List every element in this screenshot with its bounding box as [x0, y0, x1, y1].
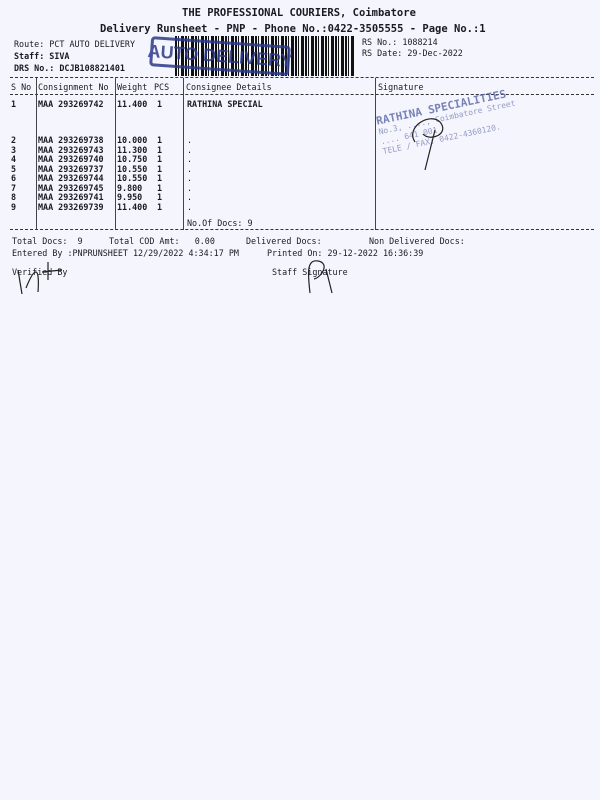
consignee-details: RATHINA SPECIAL: [187, 99, 263, 109]
signature-scribble: [412, 118, 444, 171]
consignment-no: MAA 293269743: [38, 144, 104, 155]
pcs: 1: [157, 173, 163, 183]
s-no: 8: [11, 192, 17, 202]
rs-number: RS No.: 1088214: [362, 37, 438, 47]
divider: [10, 229, 594, 230]
pcs: 1: [157, 154, 163, 164]
s-no: 6: [11, 173, 17, 183]
consignee-details: .: [187, 201, 193, 212]
s-no: 4: [11, 154, 17, 164]
delivered-docs: Delivered Docs:: [246, 236, 322, 246]
table-row: 5 MAA 293269737 10.550 1.: [0, 163, 375, 174]
table-row: 9 MAA 293269739 11.400 1.: [0, 201, 375, 212]
pcs: 1: [157, 201, 163, 212]
s-no: 1: [11, 99, 17, 109]
table-row: 2 MAA 293269738 10.000 1.: [0, 136, 375, 145]
consignment-no: MAA 293269744: [38, 173, 104, 183]
printed-on: Printed On: 29-12-2022 16:36:39: [267, 248, 424, 258]
col-pcs: PCS: [154, 82, 170, 92]
barcode: [175, 36, 355, 76]
consignment-no: MAA 293269739: [38, 201, 104, 212]
table-row: 4 MAA 293269740 10.750 1.: [0, 155, 375, 164]
table-row: 6 MAA 293269744 10.550 1.: [0, 174, 375, 183]
consignment-no: MAA 293269737: [38, 163, 104, 174]
rs-date: RS Date: 29-Dec-2022: [362, 48, 463, 58]
total-cod: Total COD Amt: 0.00: [109, 236, 215, 246]
s-no: 3: [11, 144, 17, 155]
col-consignee: Consignee Details: [186, 82, 272, 92]
consignee-details: .: [187, 163, 193, 174]
table-row: 7 MAA 293269745 9.800 1.: [0, 182, 375, 193]
col-signature: Signature: [378, 82, 424, 92]
total-docs: Total Docs: 9: [12, 236, 83, 246]
column-line: [183, 78, 184, 230]
column-line: [36, 78, 37, 230]
divider: [10, 94, 594, 95]
route: Route: PCT AUTO DELIVERY: [14, 39, 136, 49]
runsheet-subtitle: Delivery Runsheet - PNP - Phone No.:0422…: [100, 23, 486, 35]
consignee-details: .: [187, 144, 193, 155]
divider: [10, 77, 594, 78]
s-no: 2: [11, 135, 17, 145]
non-delivered-docs: Non Delivered Docs:: [369, 236, 465, 246]
consignment-no: MAA 293269741: [38, 192, 104, 202]
consignee-details: .: [187, 173, 193, 183]
weight: 9.800: [117, 182, 143, 193]
weight: 10.000: [117, 135, 148, 145]
verifier-signature: [17, 262, 63, 295]
staff: Staff: SIVA: [14, 51, 70, 61]
drs-number: DRS No.: DCJB108821401: [14, 63, 125, 73]
weight: 11.400: [117, 201, 148, 212]
consignee-details: .: [187, 154, 193, 164]
pcs: 1: [157, 192, 163, 202]
staff-signature-scribble: [307, 260, 333, 294]
col-sno: S No: [11, 82, 32, 92]
weight: 10.550: [117, 173, 148, 183]
consignment-no: MAA 293269742: [38, 99, 104, 109]
column-line: [115, 78, 116, 230]
pcs: 1: [157, 182, 163, 193]
consignee-details: .: [187, 192, 193, 202]
weight: 10.750: [117, 154, 148, 164]
pcs: 1: [157, 163, 163, 174]
pcs: 1: [157, 99, 163, 109]
weight: 11.300: [117, 144, 148, 155]
staff-signature: Staff Signature: [272, 267, 348, 277]
col-consignment: Consignment No: [38, 82, 109, 92]
consignment-no: MAA 293269738: [38, 135, 104, 145]
table-row: 1 MAA 293269742 11.400 1 RATHINA SPECIAL: [0, 100, 375, 109]
pcs: 1: [157, 135, 163, 145]
col-weight: Weight: [117, 82, 148, 92]
s-no: 5: [11, 163, 17, 174]
weight: 9.950: [117, 192, 143, 202]
no-of-docs: No.Of Docs: 9: [187, 218, 253, 228]
entered-by: Entered By :PNPRUNSHEET 12/29/2022 4:34:…: [12, 248, 239, 258]
verified-by: Verified By: [12, 267, 68, 277]
table-header: S No Consignment No Weight PCS Consignee…: [0, 82, 423, 92]
table-row: 8 MAA 293269741 9.950 1.: [0, 193, 375, 202]
s-no: 7: [11, 182, 17, 193]
table-row: 3 MAA 293269743 11.300 1.: [0, 144, 375, 155]
weight: 10.550: [117, 163, 148, 174]
weight: 11.400: [117, 99, 148, 109]
pcs: 1: [157, 144, 163, 155]
consignee-details: .: [187, 135, 193, 145]
consignment-no: MAA 293269740: [38, 154, 104, 164]
consignment-no: MAA 293269745: [38, 182, 104, 193]
company-title: THE PROFESSIONAL COURIERS, Coimbatore: [182, 7, 416, 19]
consignee-details: .: [187, 182, 193, 193]
s-no: 9: [11, 201, 17, 212]
column-line: [375, 78, 376, 230]
